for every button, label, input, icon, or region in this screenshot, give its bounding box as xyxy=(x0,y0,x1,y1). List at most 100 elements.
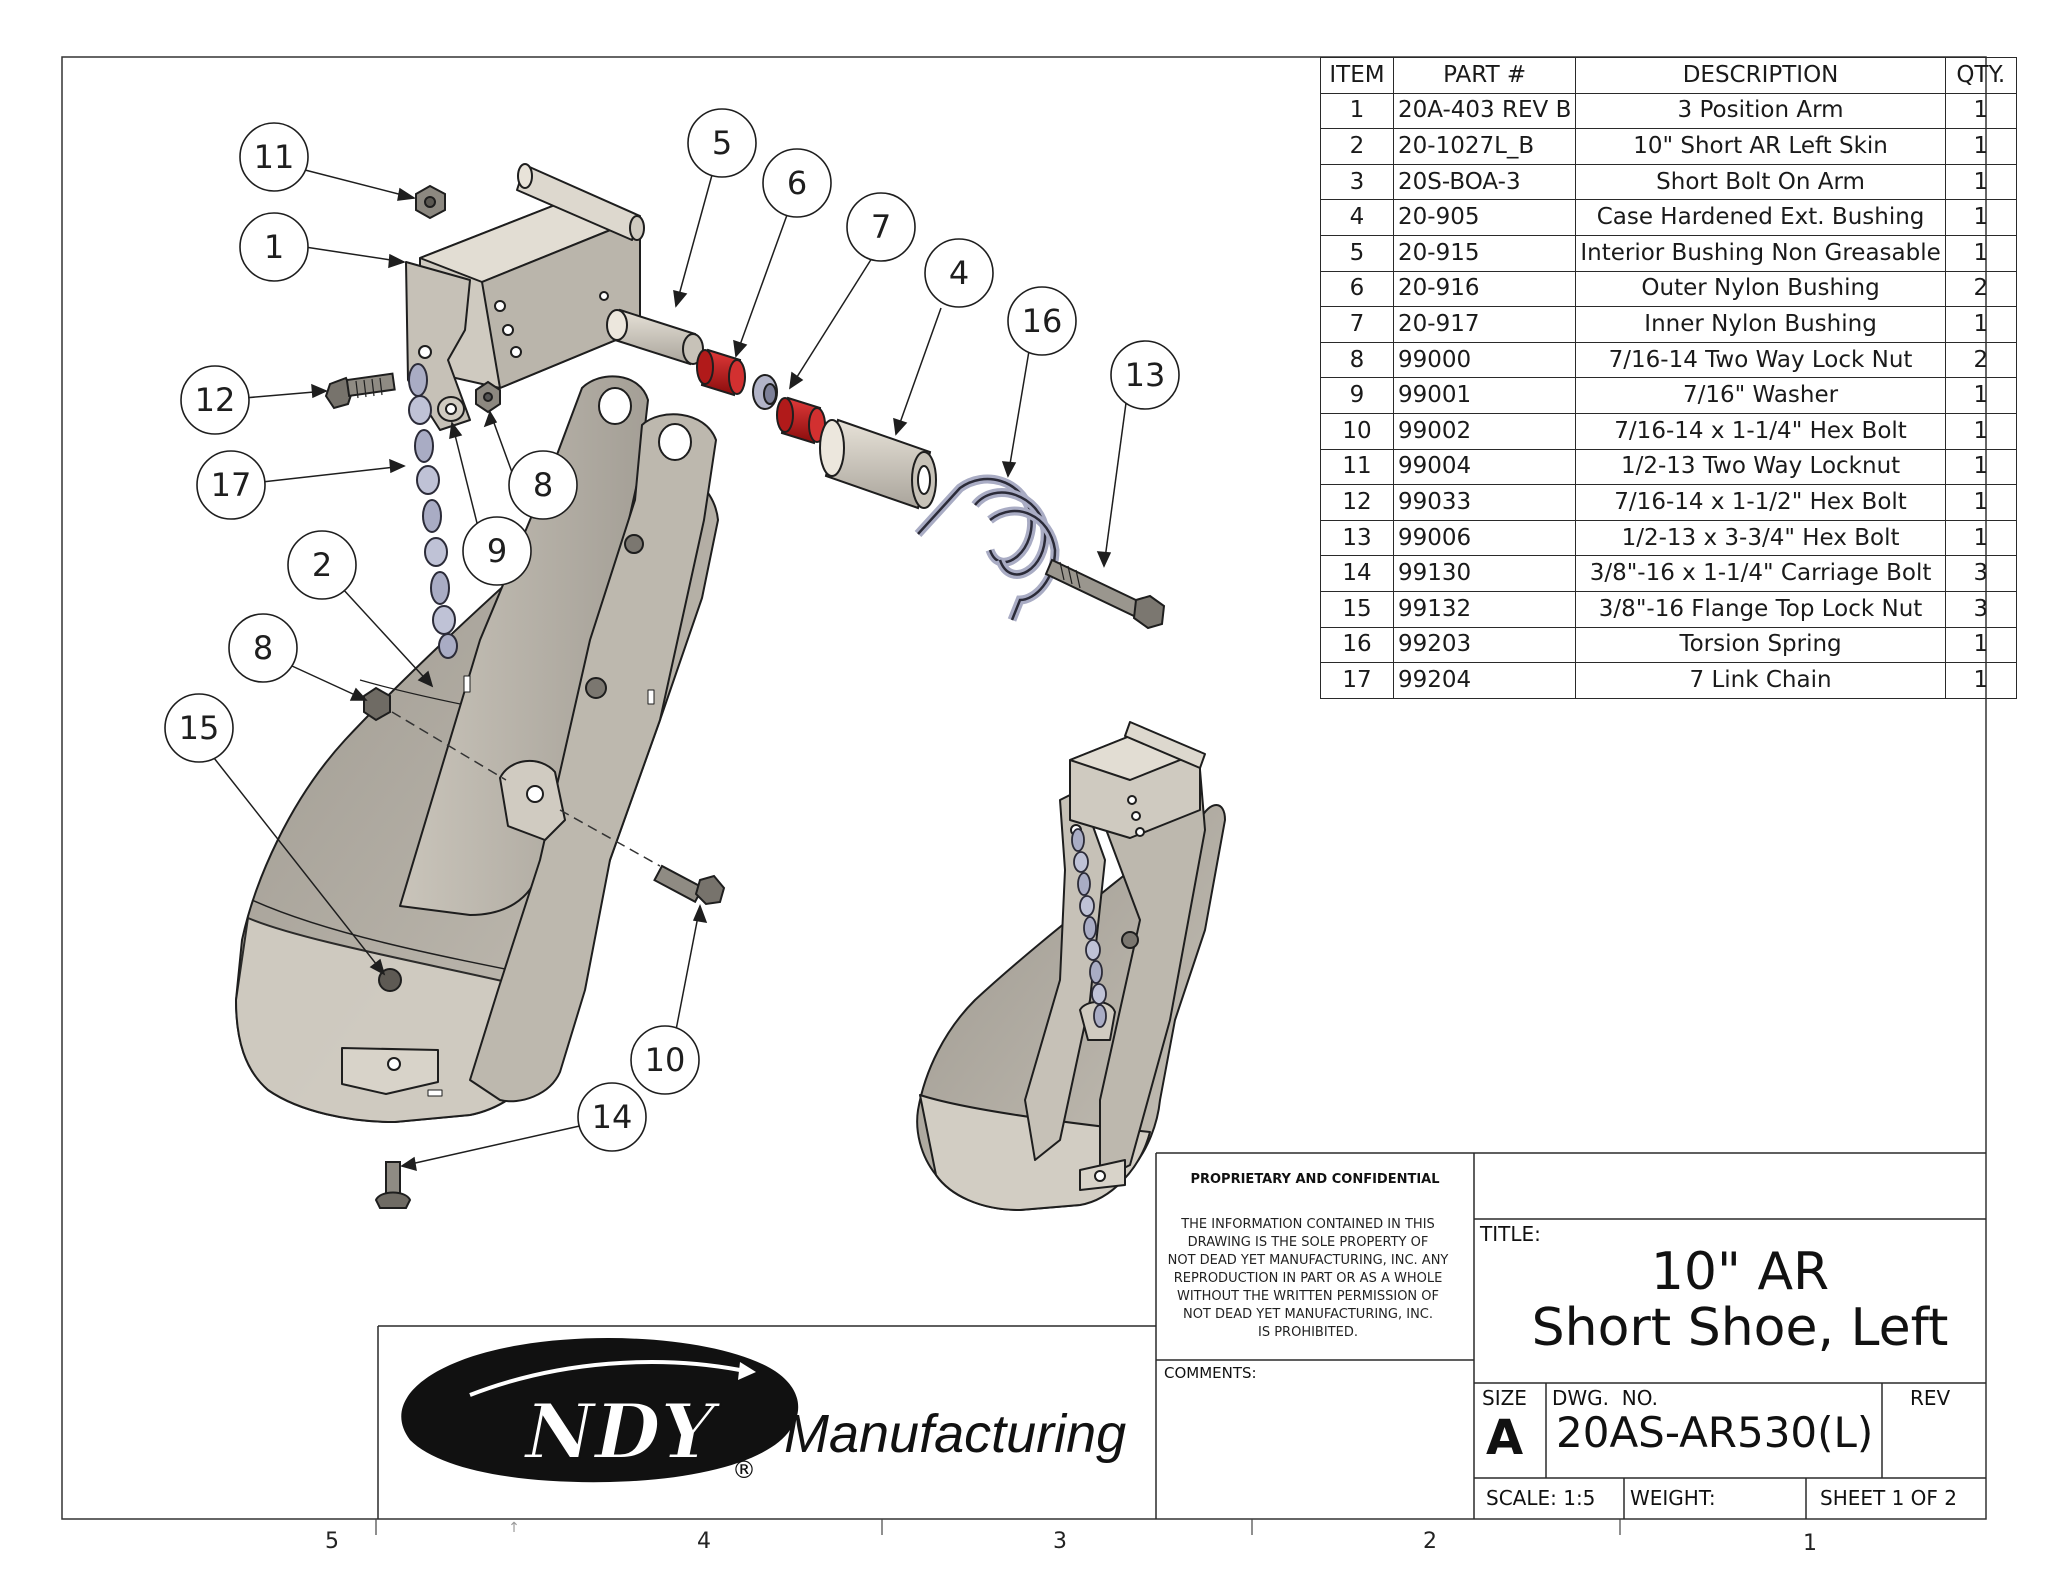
balloon-label: 6 xyxy=(787,164,807,202)
bom-cell-item: 16 xyxy=(1320,626,1394,664)
balloon-label: 12 xyxy=(195,381,236,419)
logo-registered: ® xyxy=(732,1456,756,1484)
bom-cell-part: 20-915 xyxy=(1392,234,1577,272)
arm-plate-front xyxy=(469,413,717,1103)
balloon-item-8-lower: 8 xyxy=(228,613,298,683)
nut-item-8-top xyxy=(475,380,501,414)
notice-line: DRAWING IS THE SOLE PROPERTY OF xyxy=(1187,1235,1429,1250)
balloon-label: 8 xyxy=(253,629,273,667)
weight-label: WEIGHT: xyxy=(1630,1486,1716,1510)
balloon-label: 10 xyxy=(645,1041,686,1079)
bom-cell-item: 11 xyxy=(1320,448,1394,486)
notice-line: WITHOUT THE WRITTEN PERMISSION OF xyxy=(1176,1289,1439,1304)
bom-cell-qty: 1 xyxy=(1944,199,2017,236)
ndy-logo: NDY ® Manufacturing xyxy=(401,1338,1126,1484)
balloon-item-13: 13 xyxy=(1110,340,1180,410)
bom-cell-part: 20-916 xyxy=(1392,270,1577,308)
exploded-assembly xyxy=(235,375,719,1123)
balloon-item-6: 6 xyxy=(762,148,832,218)
bom-cell-qty: 1 xyxy=(1944,412,2017,450)
bom-cell-qty: 2 xyxy=(1944,270,2017,308)
zone-label: 1 xyxy=(1803,1531,1817,1556)
bom-cell-item: 1 xyxy=(1320,92,1394,130)
bom-cell-description: 3/8"-16 x 1-1/4" Carriage Bolt xyxy=(1575,555,1946,592)
ext-bushing-item-4 xyxy=(819,418,937,510)
bom-cell-part: 20-905 xyxy=(1392,199,1577,236)
bom-cell-item: 2 xyxy=(1320,128,1394,165)
bom-cell-description: 1/2-13 Two Way Locknut xyxy=(1575,448,1946,486)
bom-cell-description: Interior Bushing Non Greasable xyxy=(1575,234,1946,272)
bom-cell-part: 99204 xyxy=(1392,662,1577,699)
nut-item-8-lower xyxy=(363,686,391,722)
bom-cell-qty: 1 xyxy=(1944,519,2017,557)
bom-cell-item: 6 xyxy=(1320,270,1394,308)
bom-cell-part: 99001 xyxy=(1392,377,1577,414)
bom-header-row: ITEM PART # DESCRIPTION QTY. xyxy=(1320,57,2017,94)
bom-cell-part: 99006 xyxy=(1392,519,1577,557)
title-label: TITLE: xyxy=(1480,1222,1541,1246)
bom-cell-qty: 1 xyxy=(1944,377,2017,414)
inner-nylon-bushing-item-7 xyxy=(752,374,778,410)
bom-cell-item: 15 xyxy=(1320,590,1394,628)
proprietary-notice: THE INFORMATION CONTAINED IN THIS DRAWING… xyxy=(1156,1216,1460,1342)
bom-cell-description: 7/16-14 Two Way Lock Nut xyxy=(1575,341,1946,379)
comments-label: COMMENTS: xyxy=(1164,1364,1257,1382)
bom-cell-description: Case Hardened Ext. Bushing xyxy=(1575,199,1946,236)
bom-cell-qty: 3 xyxy=(1944,555,2017,592)
title-block-frame xyxy=(377,1152,1986,1519)
balloon-item-4: 4 xyxy=(924,238,994,308)
bom-cell-description: Torsion Spring xyxy=(1575,626,1946,664)
bom-cell-item: 9 xyxy=(1320,377,1394,414)
nylon-bushing-item-6b xyxy=(776,396,826,445)
bom-cell-description: 3/8"-16 Flange Top Lock Nut xyxy=(1575,590,1946,628)
bom-cell-item: 10 xyxy=(1320,412,1394,450)
bom-cell-item: 8 xyxy=(1320,341,1394,379)
proprietary-heading: PROPRIETARY AND CONFIDENTIAL xyxy=(1190,1172,1440,1187)
balloon-label: 2 xyxy=(312,546,332,584)
bom-cell-item: 14 xyxy=(1320,555,1394,592)
bom-cell-description: 7 Link Chain xyxy=(1575,662,1946,699)
notice-line: THE INFORMATION CONTAINED IN THIS xyxy=(1181,1217,1435,1232)
balloon-item-9: 9 xyxy=(462,516,532,586)
hex-nut xyxy=(624,534,644,554)
notice-line: NOT DEAD YET MANUFACTURING, INC. ANY xyxy=(1167,1253,1449,1268)
leader-lines xyxy=(213,169,1127,1172)
balloon-item-7: 7 xyxy=(846,192,916,262)
bom-cell-part: 99002 xyxy=(1392,412,1577,450)
balloon-label: 13 xyxy=(1125,356,1166,394)
zone-ticks xyxy=(375,1519,1621,1535)
sheet-label: SHEET 1 OF 2 xyxy=(1820,1486,1957,1510)
bom-cell-part: 99130 xyxy=(1392,555,1577,592)
hex-nut xyxy=(585,677,607,699)
balloon-label: 7 xyxy=(871,208,891,246)
notice-line: IS PROHIBITED. xyxy=(1258,1325,1358,1340)
balloon-item-8-top: 8 xyxy=(508,450,578,520)
position-arm-block xyxy=(405,163,645,431)
bolt-item-14 xyxy=(374,1161,412,1209)
torsion-spring-item-16 xyxy=(914,474,1060,622)
zone-arrow: ↑ xyxy=(508,1520,520,1536)
bolt-item-10 xyxy=(653,864,726,906)
rev-label: REV xyxy=(1910,1386,1951,1410)
logo-swoosh xyxy=(401,1338,799,1483)
bom-cell-description: 10" Short AR Left Skin xyxy=(1575,128,1946,165)
logo-wordmark: Manufacturing xyxy=(784,1404,1126,1464)
balloon-item-17: 17 xyxy=(196,450,266,520)
dwg-no-value: 20AS-AR530(L) xyxy=(1556,1408,1874,1457)
bom-cell-part: 20S-BOA-3 xyxy=(1392,163,1577,201)
balloon-label: 4 xyxy=(949,254,969,292)
balloon-item-14: 14 xyxy=(577,1082,647,1152)
balloon-item-1: 1 xyxy=(239,212,309,282)
